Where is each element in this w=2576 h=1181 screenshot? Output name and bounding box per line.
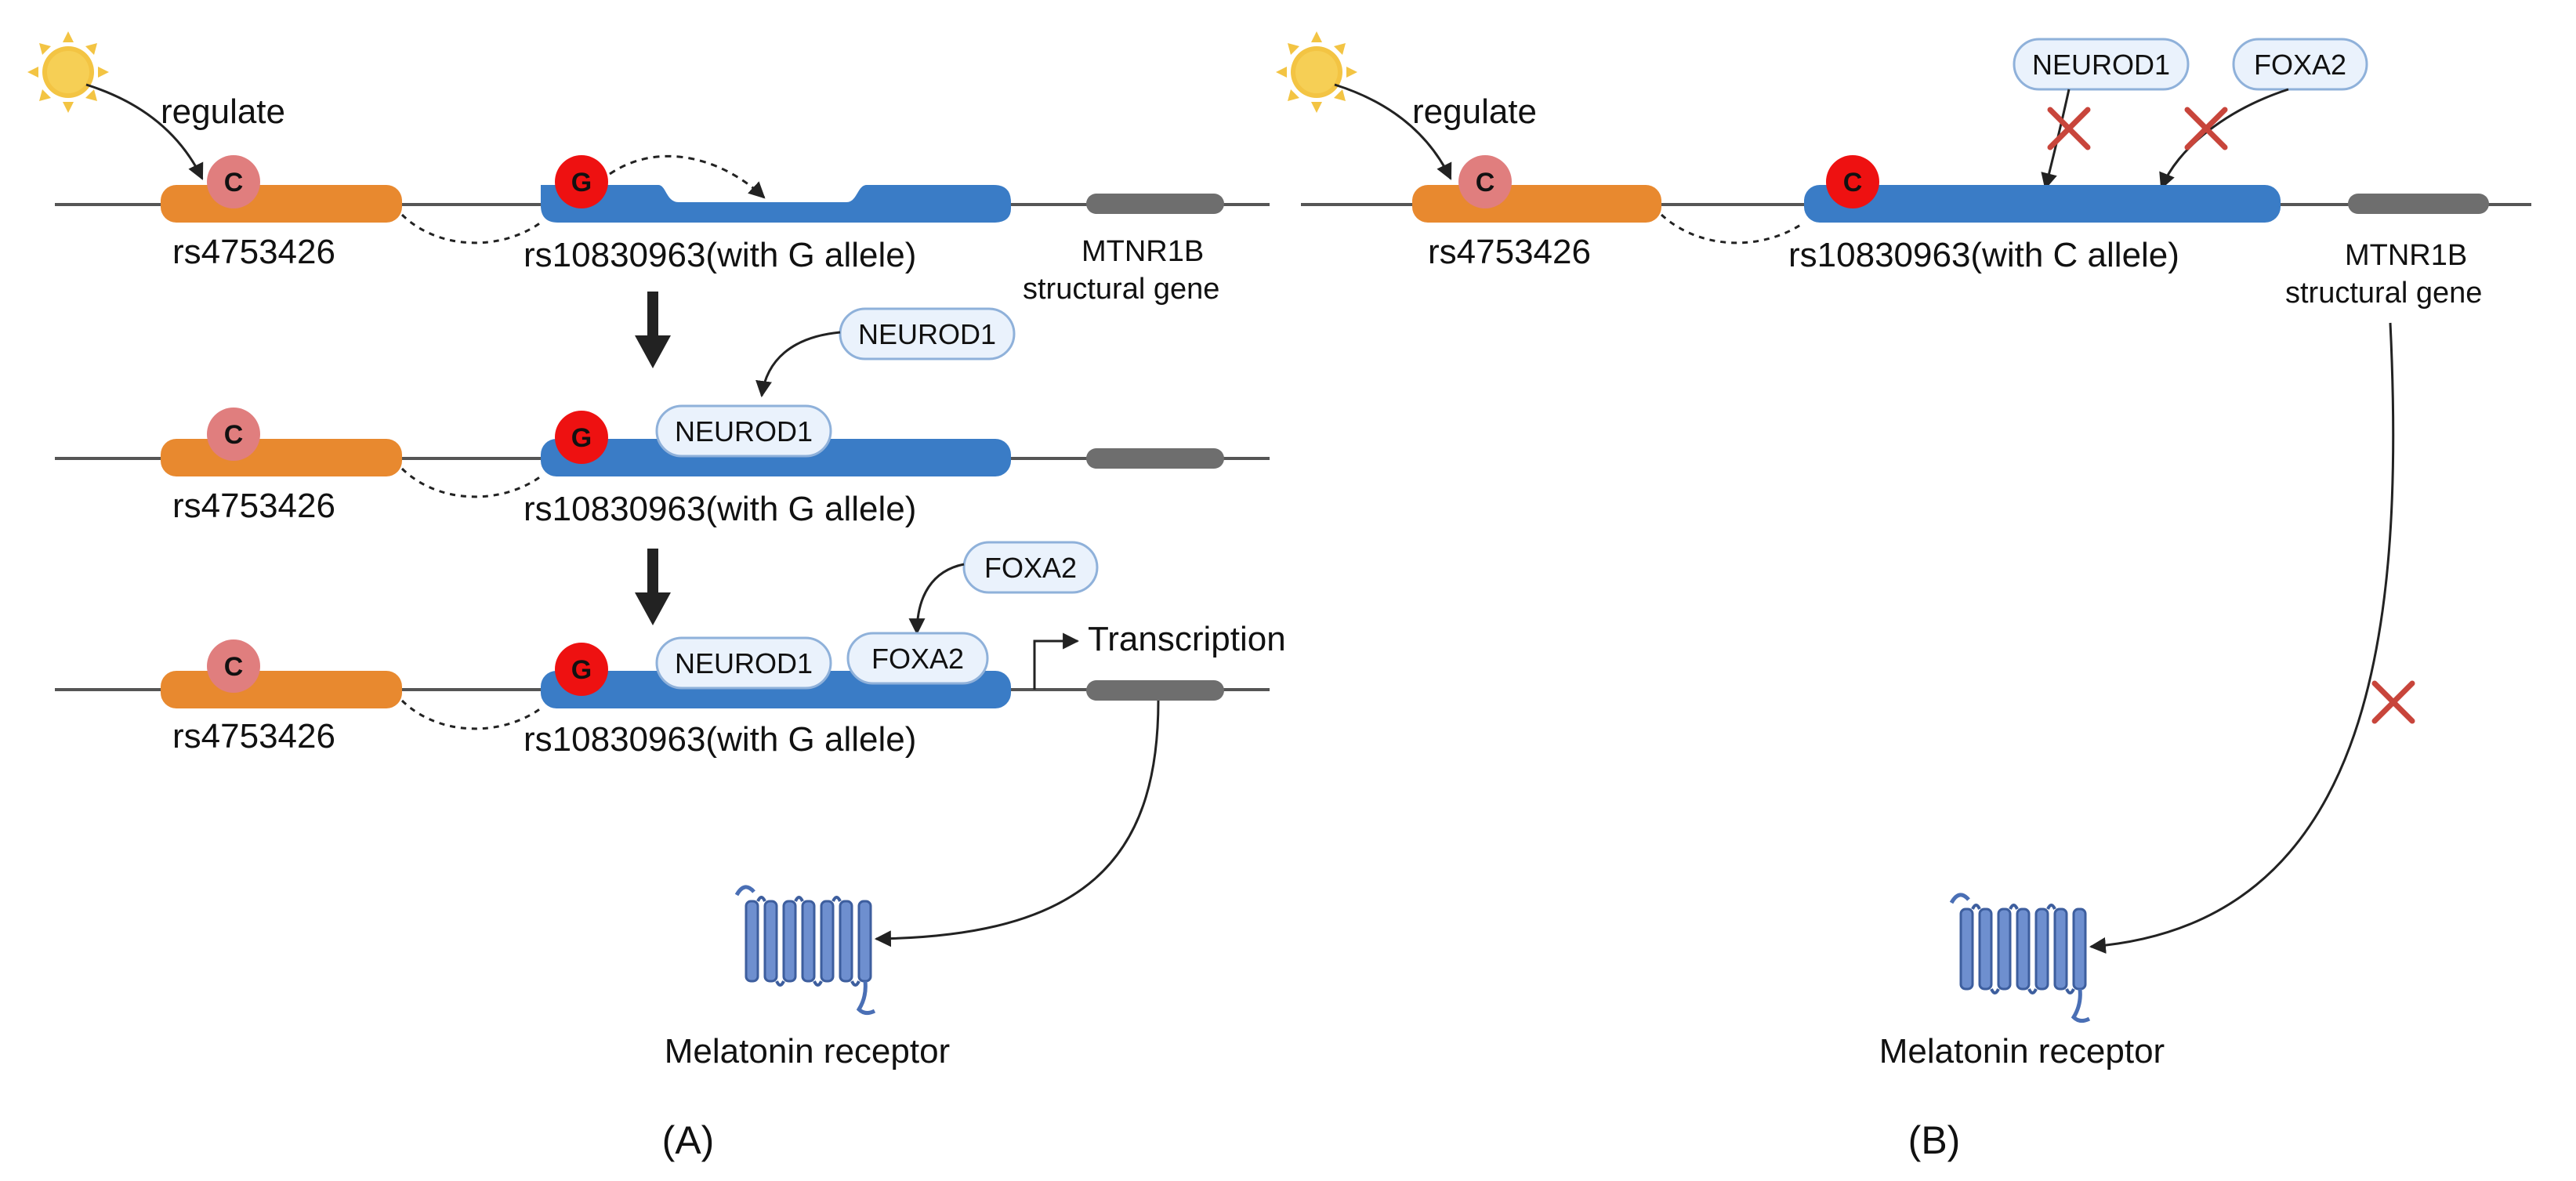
sun-icon [1276, 31, 1357, 113]
regulate-label: regulate [1412, 92, 1537, 131]
neurod1-pill-floating: NEUROD1 [839, 307, 1016, 360]
melatonin-receptor-icon [737, 887, 875, 1013]
c-allele-dot [207, 155, 260, 208]
mtnr1b-label: MTNR1B [1081, 235, 1204, 268]
foxa2-pill-floating: FOXA2 [962, 541, 1099, 594]
g-allele-dot [555, 643, 608, 696]
neurod1-binding-arrow [755, 331, 841, 398]
dna-row-2: C G NEUROD1 rs4753426 rs10830963(with G … [55, 404, 1270, 528]
melatonin-receptor-icon [1951, 895, 2089, 1021]
structural-gene-label: structural gene [2285, 277, 2482, 310]
c-allele-label-rs10830963: C [1843, 168, 1863, 197]
dna-row-1: C G rs4753426 rs10830963(with G allele) … [55, 154, 1270, 306]
neurod1-pill-bound: NEUROD1 [655, 636, 832, 690]
loop-connector [400, 467, 542, 498]
neurod1-label: NEUROD1 [675, 415, 813, 447]
g-allele-label: G [571, 168, 592, 197]
transcription-start-arrow [1033, 632, 1080, 690]
foxa2-blocked-arrow [2159, 88, 2289, 190]
c-allele-dot-rs10830963 [1826, 155, 1879, 208]
mtnr1b-gene-segment [1086, 680, 1224, 701]
mtnr1b-gene-segment [1086, 194, 1224, 214]
mtnr1b-label: MTNR1B [2345, 239, 2467, 272]
step-arrow-2 [635, 549, 671, 625]
mtnr1b-gene-segment [2348, 194, 2489, 214]
rs4753426-segment [1412, 185, 1661, 223]
loop-connector [400, 213, 542, 245]
c-allele-label: C [224, 420, 244, 450]
panel-a-label: (A) [662, 1118, 715, 1162]
rs4753426-segment [161, 439, 402, 476]
cross-icon [2187, 110, 2225, 147]
structural-gene-label: structural gene [1023, 273, 1219, 306]
neurod1-label: NEUROD1 [858, 318, 996, 350]
c-allele-label: C [224, 652, 244, 682]
rs10830963-segment [541, 439, 1011, 476]
c-allele-label: C [224, 168, 244, 197]
neurod1-label: NEUROD1 [675, 647, 813, 679]
panel-b: regulate NEUROD1 FOXA2 C C rs4753426 rs1… [1276, 31, 2531, 1162]
blocked-expression-arrow [2089, 322, 2395, 954]
regulate-arrow [85, 83, 204, 180]
transcription-label: Transcription [1088, 620, 1286, 658]
panel-b-label: (B) [1908, 1118, 1961, 1162]
sun-icon [27, 31, 109, 113]
rs10830963-segment [1804, 185, 2281, 223]
rs4753426-segment [161, 671, 402, 708]
g-allele-label: G [571, 423, 592, 453]
c-allele-dot [207, 639, 260, 693]
rs10830963-label: rs10830963(with G allele) [524, 490, 916, 528]
rs4753426-label: rs4753426 [172, 717, 335, 755]
rs4753426-label: rs4753426 [1428, 233, 1591, 271]
foxa2-label: FOXA2 [2254, 49, 2346, 81]
regulate-arrow [1334, 83, 1452, 180]
foxa2-binding-arrow [908, 563, 965, 636]
rs4753426-segment [161, 185, 402, 223]
c-allele-dot [1458, 155, 1512, 208]
neurod1-label: NEUROD1 [2032, 49, 2170, 81]
regulate-label: regulate [161, 92, 285, 131]
rs4753426-label: rs4753426 [172, 233, 335, 271]
dna-row: C C rs4753426 rs10830963(with C allele) … [1301, 155, 2531, 310]
dna-row-3: C G NEUROD1 FOXA2 rs4753426 rs10830963(w… [55, 620, 1286, 759]
neurod1-pill: NEUROD1 [2013, 38, 2190, 91]
foxa2-label: FOXA2 [984, 552, 1077, 584]
rs10830963-label: rs10830963(with G allele) [524, 720, 916, 759]
expression-arrow [874, 700, 1160, 947]
neurod1-pill-bound: NEUROD1 [655, 404, 832, 458]
melatonin-receptor-label: Melatonin receptor [665, 1032, 950, 1071]
foxa2-label: FOXA2 [871, 643, 964, 675]
loop-connector [400, 699, 542, 730]
c-allele-dot [207, 408, 260, 461]
dashed-arrow [609, 154, 766, 199]
foxa2-pill-bound: FOXA2 [846, 632, 989, 685]
rs4753426-label: rs4753426 [172, 487, 335, 525]
loop-connector [1660, 213, 1805, 245]
g-allele-dot [555, 155, 608, 208]
mtnr1b-gene-segment [1086, 448, 1224, 469]
c-allele-label: C [1476, 168, 1495, 197]
rs10830963-label: rs10830963(with C allele) [1788, 236, 2179, 274]
cross-icon [2050, 110, 2088, 147]
g-allele-dot [555, 411, 608, 464]
step-arrow-1 [635, 292, 671, 368]
g-allele-label: G [571, 655, 592, 685]
cross-icon [2375, 683, 2412, 721]
foxa2-pill: FOXA2 [2232, 38, 2368, 91]
panel-a: regulate C G rs4753426 rs10830963(with G… [27, 31, 1286, 1162]
rs10830963-label: rs10830963(with G allele) [524, 236, 916, 274]
melatonin-receptor-label: Melatonin receptor [1879, 1032, 2165, 1071]
rs10830963-segment [541, 185, 1011, 223]
